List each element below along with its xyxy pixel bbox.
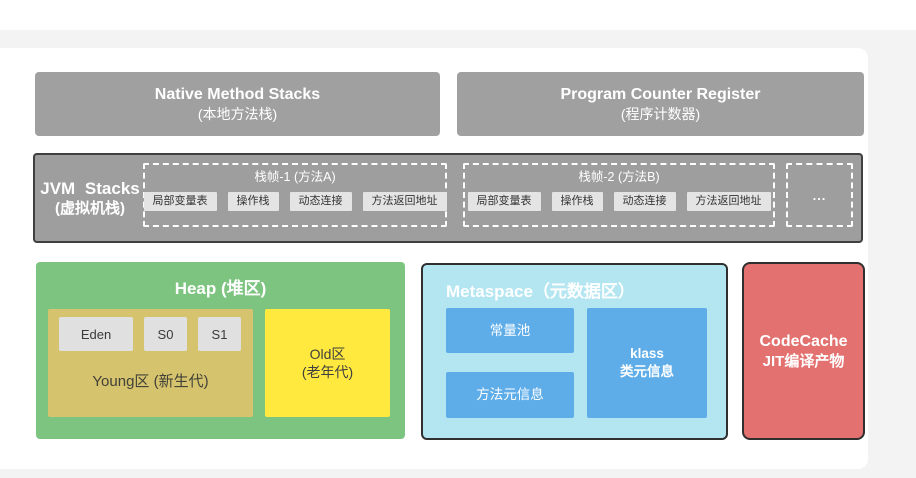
top-page-strip bbox=[0, 0, 916, 30]
slot-dynamic-linking: 动态连接 bbox=[613, 192, 676, 211]
codecache-line1: CodeCache bbox=[759, 332, 848, 350]
stack-frame-2: 栈帧-2 (方法B) 局部变量表 操作栈 动态连接 方法返回地址 bbox=[463, 163, 775, 227]
program-counter-register-subtitle: (程序计数器) bbox=[620, 106, 701, 122]
stack-frame-2-title: 栈帧-2 (方法B) bbox=[578, 170, 660, 184]
codecache-box: CodeCache JIT编译产物 bbox=[742, 262, 865, 440]
heap-box: Heap (堆区) Eden S0 S1 Young区 (新生代) Old区 (… bbox=[36, 262, 405, 439]
old-generation-line2: (老年代) bbox=[301, 364, 354, 380]
metaspace-box: Metaspace（元数据区） 常量池 方法元信息 klass 类元信息 bbox=[421, 263, 728, 440]
klass-line1: klass bbox=[630, 346, 664, 361]
jvm-stacks-label: JVM Stacks (虚拟机栈) bbox=[35, 155, 145, 241]
slot-local-variable-table: 局部变量表 bbox=[143, 192, 217, 211]
jvm-stacks-box: JVM Stacks (虚拟机栈) 栈帧-1 (方法A) 局部变量表 操作栈 动… bbox=[33, 153, 863, 243]
stack-frame-1-title: 栈帧-1 (方法A) bbox=[254, 170, 336, 184]
constant-pool-box: 常量池 bbox=[446, 308, 574, 353]
codecache-line2: JIT编译产物 bbox=[762, 352, 845, 370]
native-method-stacks-subtitle: (本地方法栈) bbox=[197, 106, 278, 122]
metaspace-title: Metaspace（元数据区） bbox=[446, 282, 635, 301]
survivor1-cell: S1 bbox=[198, 317, 241, 351]
slot-operand-stack: 操作栈 bbox=[551, 192, 603, 211]
slot-return-address: 方法返回地址 bbox=[686, 192, 771, 211]
jvm-stacks-label-line1: JVM Stacks bbox=[40, 179, 140, 198]
heap-title: Heap (堆区) bbox=[174, 279, 267, 298]
stack-frame-2-slots: 局部变量表 操作栈 动态连接 方法返回地址 bbox=[465, 192, 773, 211]
native-method-stacks-title: Native Method Stacks bbox=[154, 86, 321, 103]
native-method-stacks-box: Native Method Stacks (本地方法栈) bbox=[35, 72, 440, 136]
old-generation-box: Old区 (老年代) bbox=[265, 309, 390, 417]
jvm-stacks-label-line2: (虚拟机栈) bbox=[55, 200, 125, 217]
young-generation-box: Eden S0 S1 Young区 (新生代) bbox=[48, 309, 253, 417]
survivor0-cell: S0 bbox=[144, 317, 187, 351]
slot-operand-stack: 操作栈 bbox=[227, 192, 279, 211]
program-counter-register-title: Program Counter Register bbox=[560, 86, 761, 103]
stack-frame-1-slots: 局部变量表 操作栈 动态连接 方法返回地址 bbox=[143, 192, 447, 211]
slot-return-address: 方法返回地址 bbox=[362, 192, 447, 211]
eden-cell: Eden bbox=[59, 317, 133, 351]
stack-frame-1: 栈帧-1 (方法A) 局部变量表 操作栈 动态连接 方法返回地址 bbox=[143, 163, 447, 227]
program-counter-register-box: Program Counter Register (程序计数器) bbox=[457, 72, 864, 136]
slot-dynamic-linking: 动态连接 bbox=[289, 192, 352, 211]
slot-local-variable-table: 局部变量表 bbox=[467, 192, 541, 211]
ellipsis-label: ... bbox=[812, 187, 827, 203]
method-metadata-box: 方法元信息 bbox=[446, 372, 574, 418]
young-generation-label: Young区 (新生代) bbox=[92, 373, 209, 390]
klass-line2: 类元信息 bbox=[620, 364, 674, 379]
more-stack-frames-box: ... bbox=[786, 163, 853, 227]
klass-metadata-box: klass 类元信息 bbox=[587, 308, 707, 418]
old-generation-line1: Old区 bbox=[309, 346, 346, 362]
